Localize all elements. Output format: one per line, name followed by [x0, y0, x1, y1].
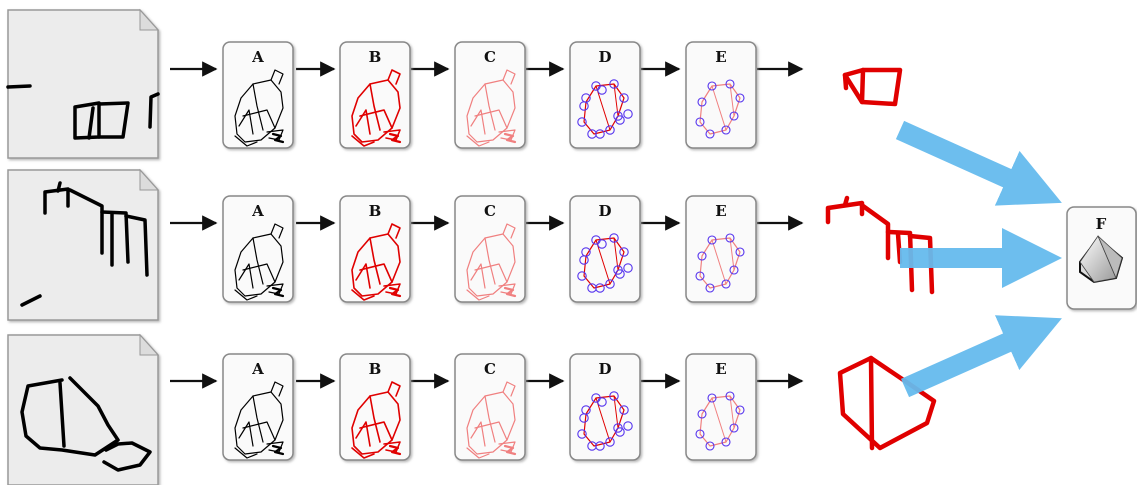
stage-card-D-row1: D [569, 41, 641, 149]
stage-card-E-row2: E [685, 195, 757, 303]
stage-card-B-row1: B [339, 41, 411, 149]
stage-card-C-row2: C [454, 195, 526, 303]
stage-label-B: B [369, 48, 382, 66]
flow-arrows [170, 61, 804, 389]
stage-label-F: F [1096, 215, 1107, 233]
final-model-icon [1079, 235, 1124, 284]
stage-label-C: C [484, 48, 496, 66]
stage-label-B: B [369, 360, 382, 378]
stage-label-E: E [715, 202, 726, 220]
stage-card-A-row1: A [222, 41, 294, 149]
stage-label-A: A [251, 360, 264, 378]
stage-label-B: B [369, 202, 382, 220]
stage-card-C-row3: C [454, 353, 526, 461]
stage-label-E: E [715, 48, 726, 66]
stage-card-A-row2: A [222, 195, 294, 303]
stage-card-E-row1: E [685, 41, 757, 149]
stage-card-B-row2: B [339, 195, 411, 303]
stage-label-E: E [715, 360, 726, 378]
output-shape-2 [825, 195, 935, 295]
stage-label-A: A [251, 48, 264, 66]
stage-card-C-row1: C [454, 41, 526, 149]
stage-label-A: A [251, 202, 264, 220]
input-sketch-page-3 [7, 333, 160, 485]
merge-arrows [895, 120, 1062, 398]
stage-label-D: D [598, 202, 611, 220]
output-shape-1 [842, 67, 903, 107]
stage-card-D-row2: D [569, 195, 641, 303]
merge-arrow-1 [895, 120, 1062, 206]
merge-arrow-3 [900, 315, 1062, 398]
input-sketch-1 [6, 84, 160, 140]
input-sketch-page-1 [6, 8, 160, 159]
stage-card-D-row3: D [569, 353, 641, 461]
stage-card-F: F [1066, 206, 1137, 310]
stage-label-D: D [598, 360, 611, 378]
input-sketch-3 [20, 376, 152, 472]
stage-label-C: C [484, 360, 496, 378]
stage-label-D: D [598, 48, 611, 66]
stage-label-C: C [484, 202, 496, 220]
input-sketch-page-2 [7, 168, 160, 321]
stage-card-B-row3: B [339, 353, 411, 461]
stage-card-A-row3: A [222, 353, 294, 461]
stage-card-E-row3: E [685, 353, 757, 461]
input-sketch-2 [20, 181, 149, 307]
